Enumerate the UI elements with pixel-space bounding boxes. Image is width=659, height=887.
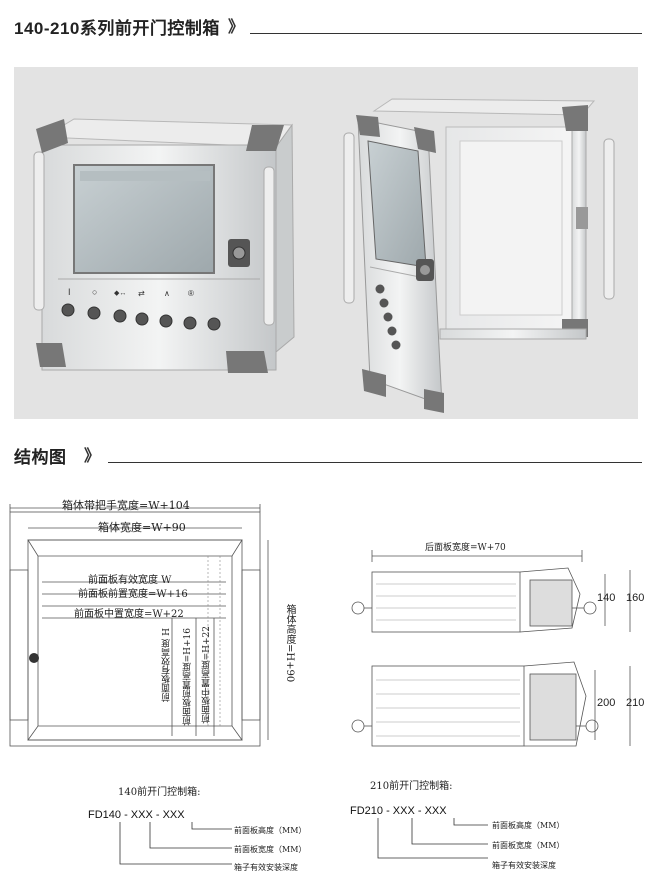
dim-200: 200 (597, 697, 616, 709)
model-140-legend-width: 前面板宽度（MM） (234, 845, 307, 854)
symbol-switch: ⇄ (138, 289, 145, 298)
front-view-drawing (9, 504, 269, 747)
model-140-legend-depth: 箱子有效安装深度 (234, 863, 298, 872)
dim-140: 140 (597, 592, 616, 604)
symbol-fan: ◆↔ (114, 290, 127, 297)
open-box (343, 98, 615, 413)
front-panel-symbols: I ○ ◆↔ ⇄ ∧ ® (62, 287, 252, 301)
dim-210: 210 (626, 697, 645, 709)
dim-panel-effective-width: 前面板有效宽度 W (88, 575, 172, 586)
section-title-structure: 结构图 (14, 448, 67, 467)
symbol-power: I (68, 287, 71, 297)
dim-box-width: 箱体宽度=W+90 (98, 521, 186, 534)
chevron-icon: 》 (84, 448, 101, 465)
dim-rear-panel-width: 后面板宽度=W+70 (425, 543, 506, 553)
chevron-icon: 》 (228, 19, 245, 36)
side-view-drawing (351, 550, 631, 747)
model-140-leaders (119, 822, 232, 865)
section-title-product: 140-210系列前开门控制箱 (14, 19, 220, 38)
model-210-leaders (377, 818, 488, 859)
dim-overall-width: 箱体带把手宽度=W+104 (62, 499, 190, 512)
dim-panel-mid-width: 前面板中置宽度=W+22 (74, 609, 184, 620)
section-divider (108, 462, 642, 463)
model-140-legend-height: 前面板高度（MM） (234, 826, 307, 835)
dim-panel-front-width: 前面板前置宽度=W+16 (78, 589, 188, 600)
section-divider (250, 33, 642, 34)
dim-panel-mid-height: 前面板中置高度=H+22 (202, 626, 212, 724)
symbol-circle: ○ (92, 287, 98, 297)
dim-box-height: 箱体高度=H+90 (284, 604, 295, 683)
dim-panel-front-height: 前面板前置高度=H+16 (183, 628, 193, 726)
model-140-caption: 140前开门控制箱: (118, 787, 201, 798)
dim-160: 160 (626, 592, 645, 604)
symbol-registered: ® (188, 289, 194, 298)
model-210-legend-height: 前面板高度（MM） (492, 821, 565, 830)
dim-panel-effective-height: 前面板有效高度 H (162, 628, 172, 702)
product-photo-art (33, 98, 615, 413)
model-210-code: FD210 - XXX - XXX (350, 805, 447, 817)
model-210-legend-depth: 箱子有效安装深度 (492, 861, 556, 870)
model-210-legend-width: 前面板宽度（MM） (492, 841, 565, 850)
model-140-code: FD140 - XXX - XXX (88, 809, 185, 821)
symbol-wave: ∧ (164, 289, 170, 298)
closed-box (33, 118, 295, 373)
product-photo: I ○ ◆↔ ⇄ ∧ ® (14, 67, 638, 419)
model-210-caption: 210前开门控制箱: (370, 781, 453, 792)
